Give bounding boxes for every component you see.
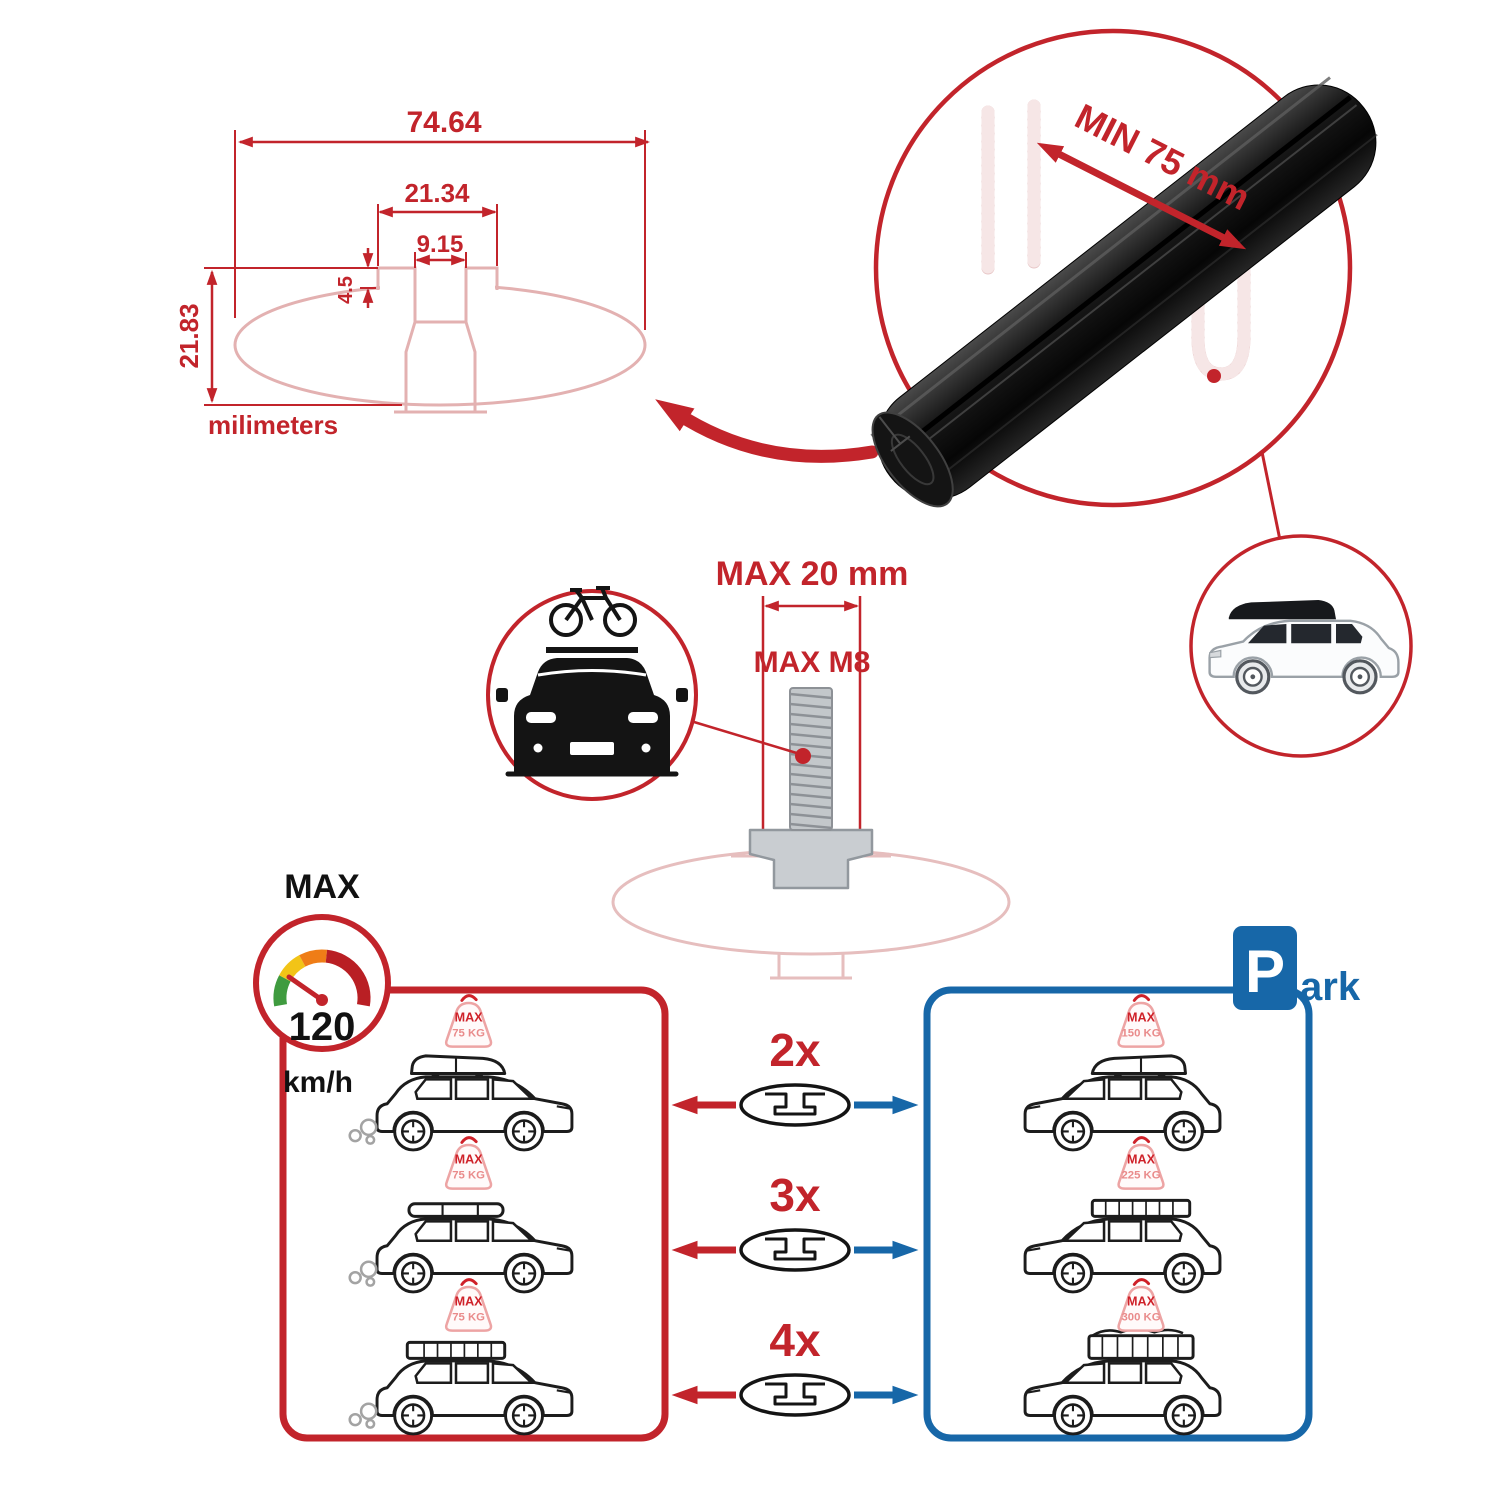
- vehicle-front-circle: [486, 586, 698, 801]
- bolt-dimension-lines: [761, 596, 862, 836]
- bolt-shaft: [789, 687, 833, 831]
- exhaust-puffs: [348, 1260, 378, 1287]
- crossbar-profile-icon: [739, 1228, 851, 1272]
- parked-car-row-2: MAX 225 KG: [1025, 1136, 1220, 1292]
- bar-count-3x: 3x: [769, 1169, 821, 1221]
- suv-illustration: [1208, 600, 1400, 695]
- driving-car-row-2: MAX 75 KG: [348, 1136, 572, 1292]
- gauge-arc: [273, 949, 371, 1007]
- tag-value: 150 KG: [1121, 1028, 1160, 1040]
- tag-value: 225 KG: [1121, 1170, 1160, 1182]
- park-sign-suffix: ark: [1300, 965, 1361, 1009]
- dim-units-label: milimeters: [208, 410, 338, 440]
- bar-count-2x: 2x: [769, 1024, 821, 1076]
- tag-title: MAX: [455, 1294, 484, 1308]
- bolt-max-thread-label: MAX M8: [754, 646, 871, 679]
- dimension-arrows: [206, 136, 651, 404]
- bolt-max-length-label: MAX 20 mm: [716, 555, 909, 593]
- dimension-extension-lines: [204, 130, 646, 406]
- dim-slot-lip-depth: 4.5: [335, 276, 357, 304]
- clamp-stud-left: [981, 99, 1041, 275]
- crossbar-profile-icon: [739, 1083, 851, 1127]
- dim-slot-outer-width: 21.34: [404, 178, 470, 208]
- gauge-pivot: [316, 994, 328, 1006]
- bar-count-4x: 4x: [769, 1314, 821, 1366]
- max-load-tag: MAX 300 KG: [1117, 1278, 1165, 1333]
- bolt-leader-line: [693, 720, 801, 756]
- tag-value: 300 KG: [1121, 1312, 1160, 1324]
- driving-car-row-3: MAX 75 KG: [348, 1278, 572, 1434]
- bicycle-icon: [549, 586, 637, 637]
- tag-title: MAX: [1127, 1010, 1156, 1024]
- min-span-arrow: [1036, 142, 1247, 250]
- park-sign-letter: P: [1245, 938, 1285, 1005]
- profile-dimension-diagram: 74.64 21.34 9.15 4.5 21.83 milimeters: [174, 106, 651, 440]
- tag-title: MAX: [1127, 1152, 1156, 1166]
- max-load-tag: MAX 225 KG: [1117, 1136, 1165, 1191]
- max-load-tag: MAX 75 KG: [444, 1278, 493, 1333]
- crossbar-profile-icon: [739, 1373, 851, 1417]
- tag-title: MAX: [455, 1010, 484, 1024]
- crossbar-detail-circle: MIN 75 mm: [870, 28, 1378, 508]
- max-load-tag: MAX 75 KG: [444, 994, 493, 1049]
- speed-limit-gauge: MAX 120 km/h: [253, 868, 391, 1099]
- driving-car-row-1: MAX 75 KG: [348, 994, 572, 1150]
- bolt-marker-dot: [795, 748, 811, 764]
- exhaust-puffs: [348, 1118, 378, 1145]
- detail-pointer-arrow: [655, 399, 879, 463]
- tag-value: 75 KG: [452, 1028, 485, 1040]
- dim-slot-inner-width: 9.15: [417, 231, 464, 258]
- speed-unit: km/h: [283, 1066, 353, 1099]
- vehicle-front-icon: [496, 647, 688, 772]
- gauge-needle: [286, 974, 325, 1003]
- parked-car-row-1: MAX 150 KG: [1025, 994, 1220, 1150]
- tag-value: 75 KG: [452, 1170, 485, 1182]
- bar-count-column: 2x 3x 4x: [671, 1024, 919, 1417]
- crossbar-profile-outline: [233, 266, 647, 414]
- tag-title: MAX: [1127, 1294, 1156, 1308]
- parked-car-row-3: MAX 300 KG: [1025, 1278, 1220, 1434]
- gauge-title: MAX: [284, 868, 360, 906]
- dim-total-height: 21.83: [174, 303, 204, 368]
- park-sign: P ark: [1233, 926, 1361, 1010]
- mounting-bolt-diagram: MAX 20 mm MAX M8: [486, 555, 1011, 980]
- dim-total-width: 74.64: [406, 106, 481, 139]
- clamp-stud-right: [1191, 239, 1251, 381]
- exhaust-puffs: [348, 1402, 378, 1429]
- tag-value: 75 KG: [452, 1312, 485, 1324]
- suv-connector-line: [1260, 451, 1283, 546]
- t-slot-nut: [748, 828, 874, 890]
- max-load-tag: MAX 75 KG: [444, 1136, 493, 1191]
- tag-title: MAX: [455, 1152, 484, 1166]
- max-load-tag: MAX 150 KG: [1117, 994, 1165, 1049]
- speed-value: 120: [289, 1005, 356, 1049]
- suv-roofbox-circle: [1189, 534, 1413, 758]
- clamp-marker-dot: [1207, 369, 1221, 383]
